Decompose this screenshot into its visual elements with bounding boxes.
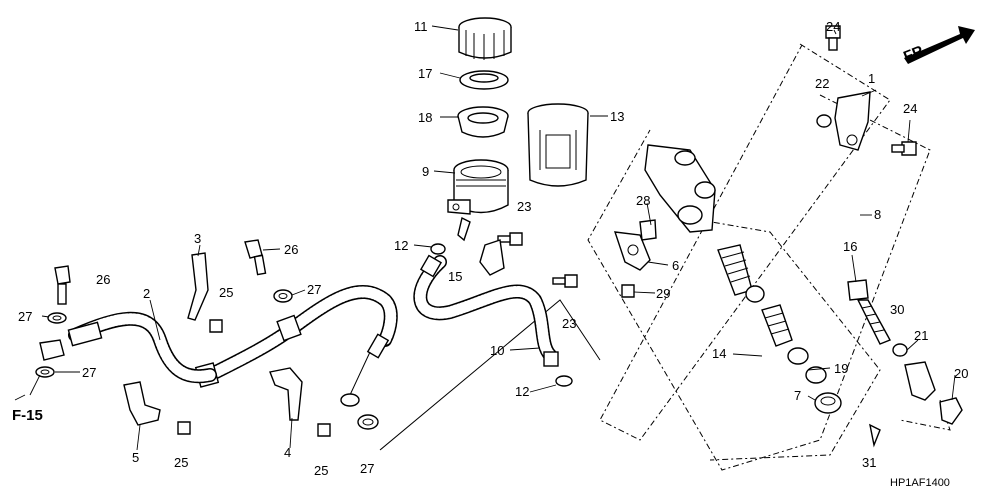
callout-24a: 24 (826, 19, 840, 34)
clamps-and-stays (123, 91, 936, 426)
callout-23b: 23 (562, 316, 576, 331)
callout-25a: 25 (219, 285, 233, 300)
callout-7: 7 (794, 388, 801, 403)
plate-ring (459, 70, 509, 90)
callout-12b: 12 (515, 384, 529, 399)
callout-1: 1 (868, 71, 875, 86)
callout-16: 16 (843, 239, 857, 254)
washers (35, 114, 908, 430)
callout-22: 22 (815, 76, 829, 91)
callout-27a: 27 (307, 282, 321, 297)
bolts (54, 25, 917, 448)
callout-13: 13 (610, 109, 624, 124)
callout-14: 14 (712, 346, 726, 361)
svg-text:FR.: FR. (901, 41, 930, 66)
callout-6: 6 (672, 258, 679, 273)
callout-30: 30 (890, 302, 904, 317)
callout-25c: 25 (314, 463, 328, 478)
leader-lines (14, 25, 956, 451)
callout-9: 9 (422, 164, 429, 179)
front-direction-arrow: FR. (901, 26, 975, 66)
callout-27b: 27 (18, 309, 32, 324)
callout-2: 2 (143, 286, 150, 301)
reservoir-cap (458, 17, 512, 60)
piston-set (717, 244, 842, 414)
callout-28: 28 (636, 193, 650, 208)
callout-18: 18 (418, 110, 432, 125)
brake-hose-front (39, 311, 217, 384)
callout-20: 20 (954, 366, 968, 381)
callout-27d: 27 (360, 461, 374, 476)
push-rod (847, 279, 963, 425)
callout-19: 19 (834, 361, 848, 376)
callout-31: 31 (862, 455, 876, 470)
callouts: 11 17 18 9 13 23 12 15 23 10 12 3 26 26 … (12, 19, 968, 489)
callout-26b: 26 (96, 272, 110, 287)
callout-29: 29 (656, 286, 670, 301)
callout-10: 10 (490, 343, 504, 358)
brake-hose-upper (413, 254, 559, 367)
callout-15: 15 (448, 269, 462, 284)
callout-24b: 24 (903, 101, 917, 116)
callout-5: 5 (132, 450, 139, 465)
assembly-outline (379, 43, 951, 471)
diaphragm (457, 106, 509, 138)
diagram-code: HP1AF1400 (890, 477, 950, 489)
callout-26a: 26 (284, 242, 298, 257)
callout-12a: 12 (394, 238, 408, 253)
callout-17: 17 (418, 66, 432, 81)
callout-25b: 25 (174, 455, 188, 470)
callout-4: 4 (284, 445, 291, 460)
callout-8: 8 (874, 207, 881, 222)
reservoir-tank (447, 159, 509, 242)
callout-23a: 23 (517, 199, 531, 214)
reservoir-cover (527, 103, 589, 187)
ref-label: F-15 (12, 407, 43, 424)
callout-27c: 27 (82, 365, 96, 380)
callout-3: 3 (194, 231, 201, 246)
callout-21: 21 (914, 328, 928, 343)
callout-11: 11 (414, 19, 428, 34)
master-cylinder (613, 144, 716, 271)
